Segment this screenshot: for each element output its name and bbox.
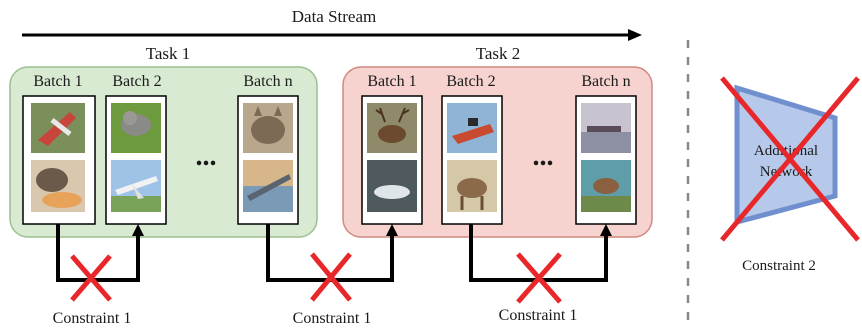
task-1-group: Task 1 Batch 1 Batch 2 Batch n [9, 44, 318, 238]
image-boat [367, 160, 417, 212]
image-ship-on-horizon [581, 103, 631, 153]
image-cat-on-grass [111, 103, 161, 153]
task-2-ellipsis: ... [533, 141, 554, 172]
constraint-1-label-c: Constraint 1 [499, 307, 578, 324]
task-2-batch-n-label: Batch n [581, 73, 630, 90]
link-t1-b1-to-b2 [56, 224, 140, 282]
image-tabby-cat [243, 103, 293, 153]
arrowhead-2 [386, 224, 398, 236]
cross-icon [720, 76, 860, 242]
cross-icon [516, 252, 562, 304]
task-1-title: Task 1 [146, 44, 191, 63]
image-airplane-over-sea [243, 160, 293, 212]
image-cat-with-food [31, 160, 85, 212]
data-stream-arrowhead [628, 29, 642, 41]
cross-icon [70, 254, 112, 302]
additional-network: Additional Network [720, 76, 860, 242]
task-2-title: Task 2 [476, 44, 521, 63]
arrowhead-1 [132, 224, 144, 236]
image-deer [367, 103, 417, 153]
constraint-2-label: Constraint 2 [742, 258, 816, 274]
task-2-batch-2-label: Batch 2 [446, 73, 495, 90]
task-1-batch-1-label: Batch 1 [33, 73, 82, 90]
cross-icon [310, 252, 352, 302]
image-toy-airplane [31, 103, 85, 153]
task-2-batch-1-label: Batch 1 [367, 73, 416, 90]
task-2-group: Task 2 Batch 1 Batch 2 Batch n [342, 44, 653, 238]
task-1-batch-n-label: Batch n [243, 73, 292, 90]
image-airplane-in-sky [111, 160, 161, 212]
task-1-ellipsis: ... [196, 141, 217, 172]
data-stream-label: Data Stream [292, 7, 377, 26]
image-deer-standing [447, 160, 497, 212]
image-deer-in-field [581, 160, 631, 212]
constraint-1-label-b: Constraint 1 [293, 310, 372, 327]
constraint-1-label-a: Constraint 1 [53, 310, 132, 327]
arrowhead-3 [600, 224, 612, 236]
task-1-batch-2-label: Batch 2 [112, 73, 161, 90]
image-ship-on-water [447, 103, 497, 153]
